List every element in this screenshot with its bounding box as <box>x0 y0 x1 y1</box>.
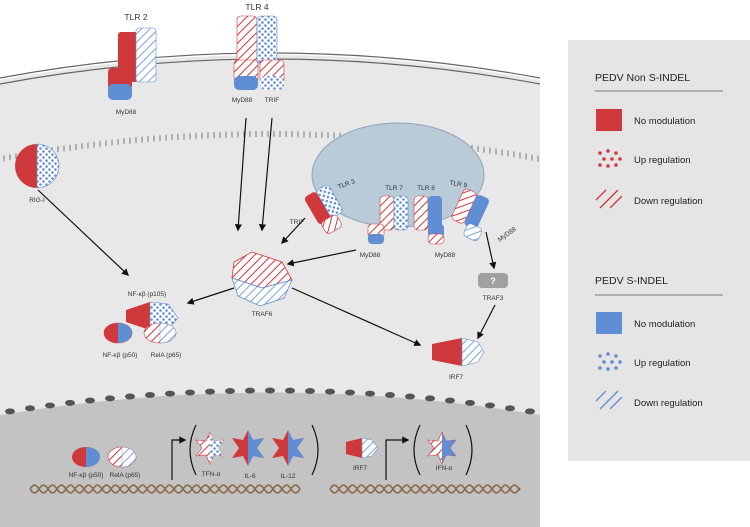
tlr7-receptor <box>367 195 409 244</box>
tlr7-label: TLR 7 <box>385 185 403 192</box>
il12-label: IL-12 <box>281 473 296 480</box>
tnf-label: TFN-α <box>202 471 221 478</box>
il12-cytokine <box>272 430 304 466</box>
rela-p65-label: RelA (p65) <box>151 352 182 359</box>
legend-down-regulation-2: Down regulation <box>634 398 703 409</box>
irf7-protein <box>432 337 485 367</box>
legend-no-modulation-1: No modulation <box>634 116 695 127</box>
tlr8-label: TLR 8 <box>417 185 435 192</box>
rig1-label: RIG-I <box>29 197 45 204</box>
dna-right <box>329 484 521 494</box>
il6-label: IL-6 <box>244 473 256 480</box>
tlr7-myd88-label: MyD88 <box>360 252 381 259</box>
tlr3-receptor <box>304 184 343 234</box>
ifn-alpha-cytokine <box>427 431 457 465</box>
tlr4-myd88-label: MyD88 <box>232 97 253 104</box>
tnf-alpha-cytokine <box>195 431 225 465</box>
signaling-arrows <box>37 117 497 480</box>
cytokine-bracket-left <box>189 424 319 476</box>
legend-up-regulation-2: Up regulation <box>634 358 691 369</box>
nucleus-nfkb-p50-label: NF-κβ (p50) <box>69 472 104 479</box>
rig1-protein <box>15 143 60 189</box>
tlr2-label: TLR 2 <box>124 12 147 22</box>
legend-down-regulation-1: Down regulation <box>634 196 703 207</box>
nucleus-irf7-label: IRF7 <box>353 465 367 472</box>
tlr4-receptor <box>233 15 285 90</box>
tlr8-myd88-label: MyD88 <box>435 252 456 259</box>
legend: PEDV Non S-INDEL No modulation Up regula… <box>568 40 750 461</box>
legend-swatch-red-solid <box>596 109 622 131</box>
nucleus-rela-p65-label: RelA (p65) <box>110 472 141 479</box>
legend-up-regulation-1: Up regulation <box>634 155 691 166</box>
legend-swatch-blue-solid <box>596 312 622 334</box>
legend-swatch-red-dots <box>598 149 622 168</box>
legend-swatch-red-hatch <box>595 189 623 209</box>
tlr8-receptor <box>413 195 445 245</box>
cytokine-bracket-right <box>413 424 473 476</box>
tlr4-label: TLR 4 <box>245 2 268 12</box>
traf6-protein <box>231 251 293 307</box>
tlr2-myd88-label: MyD88 <box>116 109 137 116</box>
tlr9-receptor <box>451 188 489 242</box>
il6-cytokine <box>232 430 264 466</box>
tlr4-trif-label: TRIF <box>265 97 279 104</box>
nucleus-nfkb <box>72 446 137 468</box>
legend-swatch-blue-dots <box>598 352 622 371</box>
nucleus <box>0 387 540 527</box>
traf3-protein: ? <box>478 273 508 288</box>
tlr3-trif-label: TRIF <box>290 219 304 226</box>
irf7-label: IRF7 <box>449 374 463 381</box>
traf3-label: TRAF3 <box>483 295 504 302</box>
nfkb-p105-label: NF-κβ (p105) <box>128 291 166 298</box>
nucleus-irf7 <box>346 437 379 459</box>
legend-non-sindel-title: PEDV Non S-INDEL <box>595 72 690 84</box>
traf3-unknown-mark: ? <box>490 276 496 286</box>
legend-sindel-title: PEDV S-INDEL <box>595 275 668 287</box>
legend-swatch-blue-hatch <box>595 390 623 410</box>
ifn-label: IFN-α <box>436 465 453 472</box>
nfkb-complex <box>103 301 179 344</box>
legend-no-modulation-2: No modulation <box>634 319 695 330</box>
dna-left <box>29 484 301 494</box>
tlr9-label: TLR 9 <box>449 180 468 190</box>
nfkb-p50-label: NF-κβ (p50) <box>103 352 138 359</box>
tlr2-receptor <box>108 27 157 100</box>
traf6-label: TRAF6 <box>252 311 273 318</box>
